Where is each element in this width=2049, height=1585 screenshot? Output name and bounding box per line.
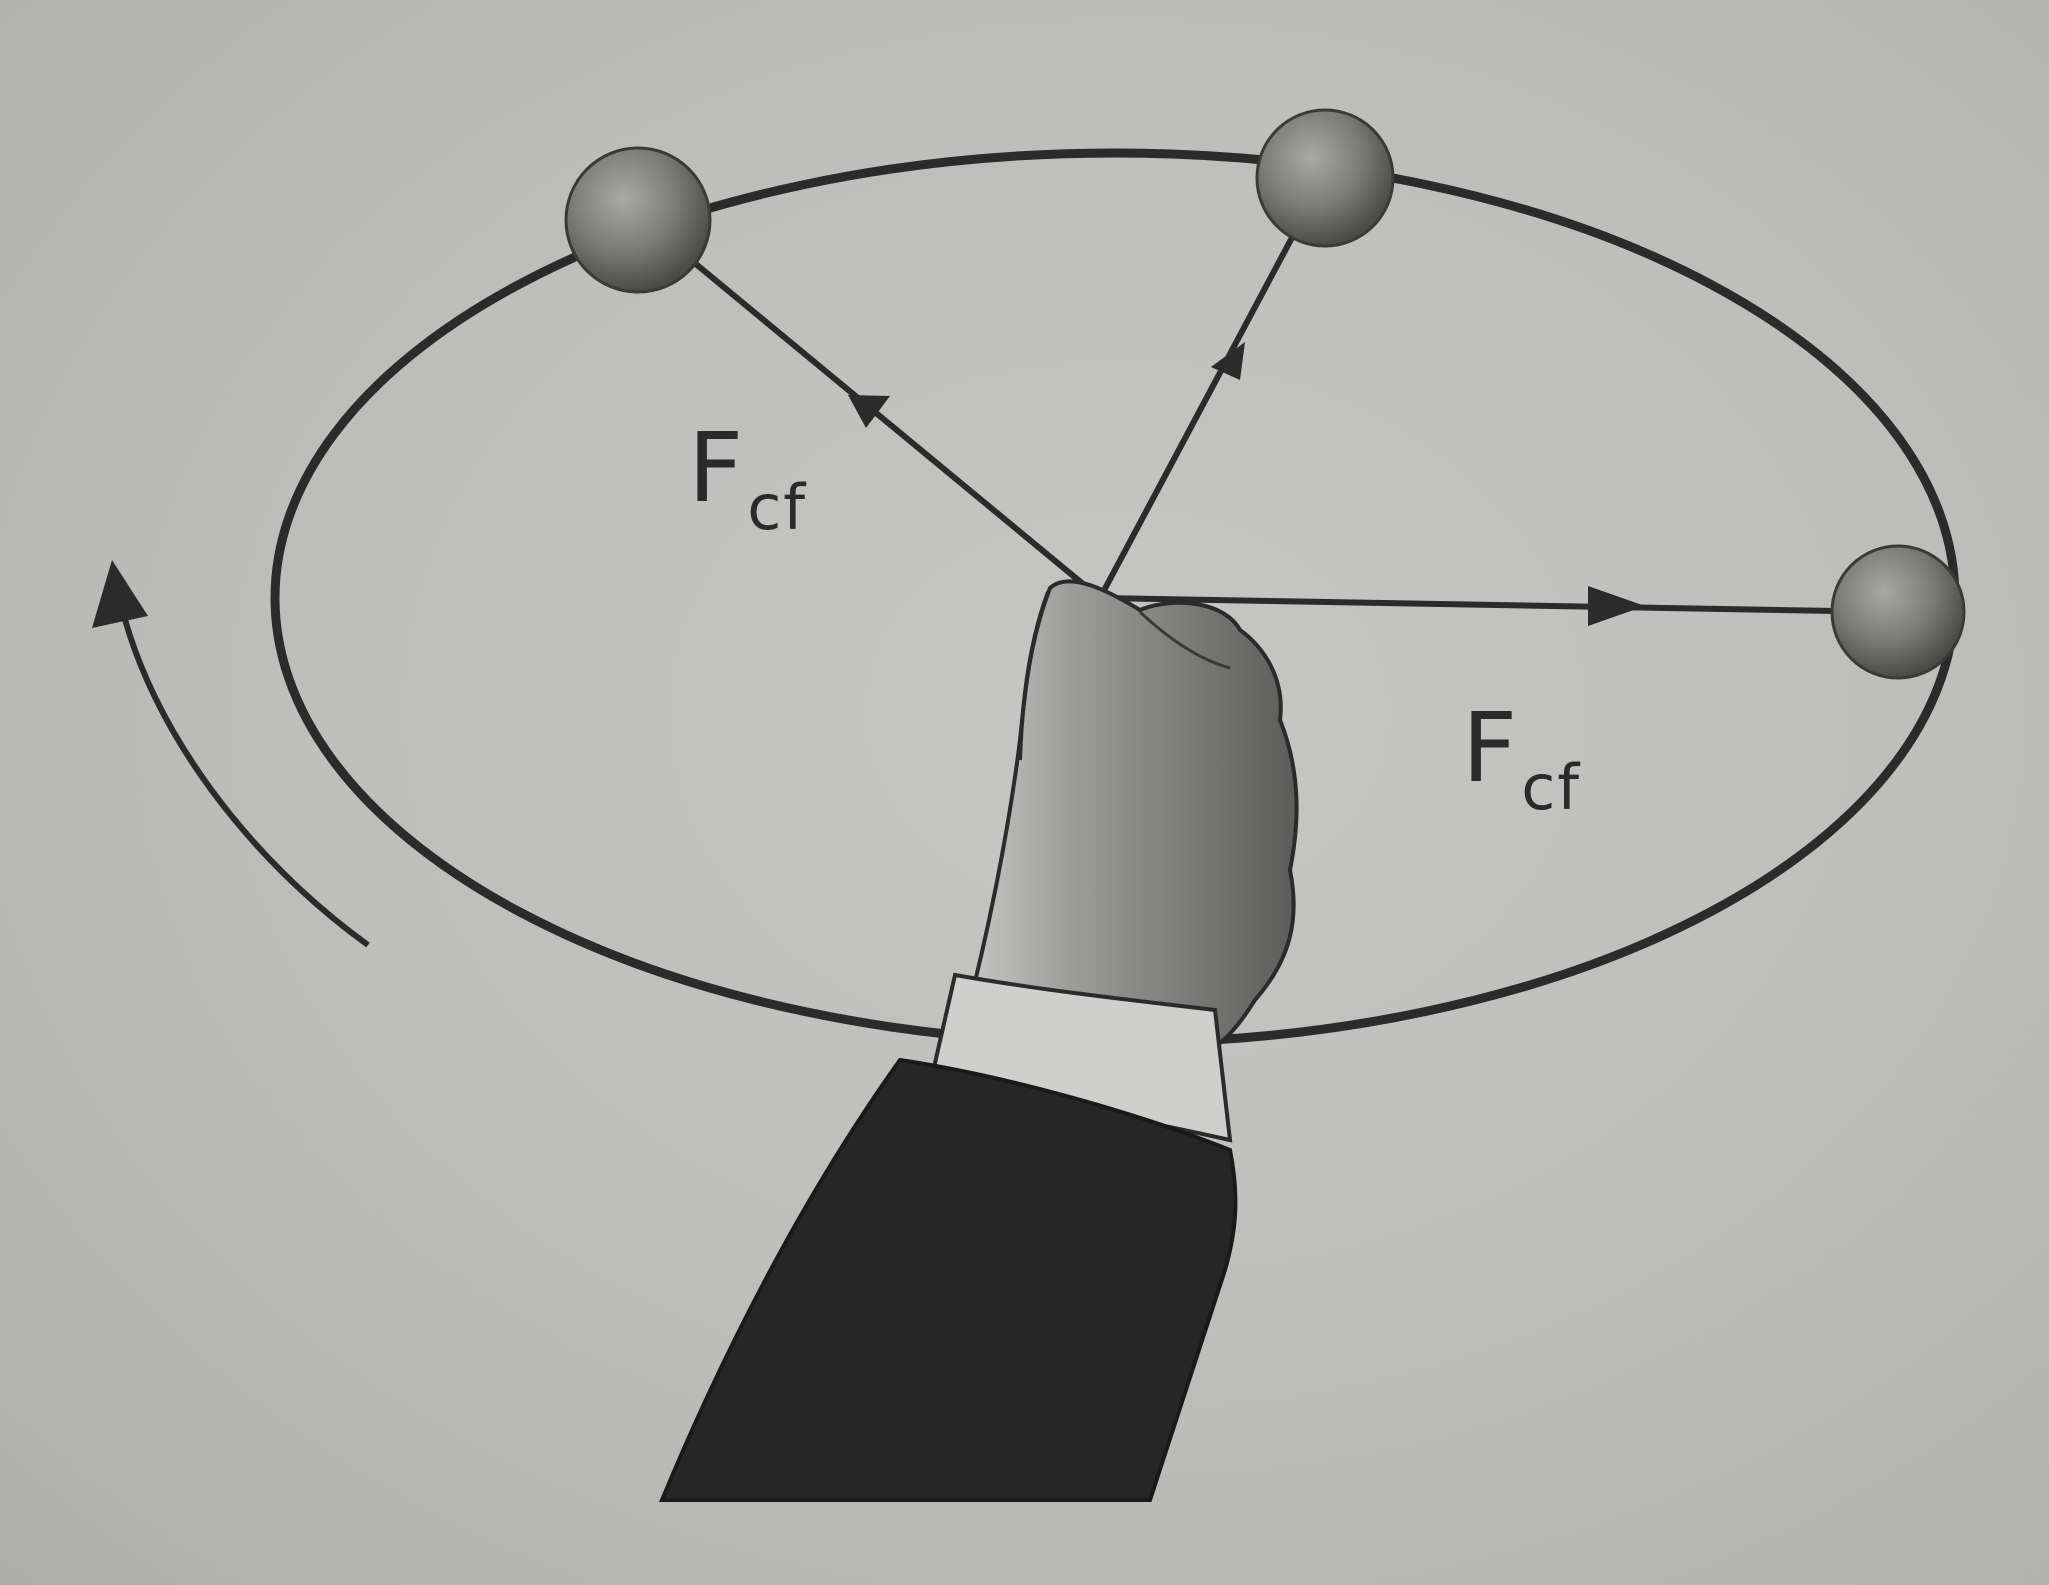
rotation-arrowhead bbox=[92, 560, 148, 628]
ball-top bbox=[1255, 108, 1395, 248]
hand-thumb bbox=[1018, 591, 1050, 761]
jacket-sleeve bbox=[659, 1057, 1238, 1502]
string-to-ball-top bbox=[1097, 183, 1323, 600]
force-label-left-main: F bbox=[688, 412, 746, 524]
ball-right bbox=[1830, 544, 1966, 680]
ball-left bbox=[564, 146, 712, 294]
force-label-left: Fcf bbox=[688, 420, 807, 539]
hand-knuckle-line bbox=[1138, 610, 1231, 670]
force-label-right-sub: cf bbox=[1521, 751, 1582, 824]
force-arrow-top-icon bbox=[1211, 342, 1245, 380]
hand-fist bbox=[957, 579, 1299, 1063]
string-to-ball-right bbox=[1099, 595, 1896, 615]
force-arrow-left-icon bbox=[848, 395, 890, 428]
force-label-right: Fcf bbox=[1462, 700, 1581, 819]
force-arrow-right-icon bbox=[1588, 586, 1645, 626]
hand bbox=[927, 579, 1299, 1143]
rotation-arrow bbox=[117, 599, 370, 948]
force-label-right-main: F bbox=[1462, 692, 1520, 804]
force-label-left-sub: cf bbox=[747, 471, 808, 544]
